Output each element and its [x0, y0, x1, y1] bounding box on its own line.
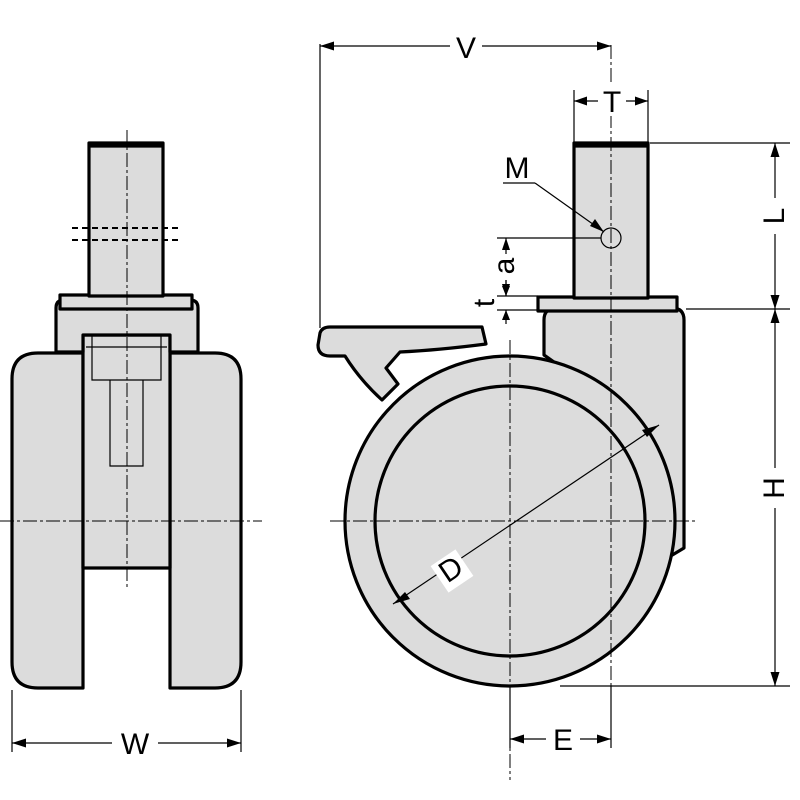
front-view: W [0, 130, 262, 761]
front-brake-tab [109, 380, 144, 467]
w-arrow-left [12, 738, 26, 748]
dimension-label-t-lower: t [468, 298, 501, 307]
front-stem [87, 141, 165, 298]
dimension-label-w: W [121, 728, 150, 761]
dimension-label-v: V [456, 32, 476, 65]
side-view: V T M L H a [316, 30, 792, 780]
front-right-wheel [168, 351, 243, 690]
dimension-label-t: T [603, 86, 621, 119]
dimension-label-m: M [505, 152, 530, 185]
w-arrow-right [227, 738, 241, 748]
dimension-label-a: a [488, 257, 521, 274]
dimension-label-l: L [758, 208, 791, 225]
dimension-label-h: H [758, 477, 791, 499]
dimension-label-e: E [553, 724, 573, 757]
brake-pedal [316, 325, 488, 402]
